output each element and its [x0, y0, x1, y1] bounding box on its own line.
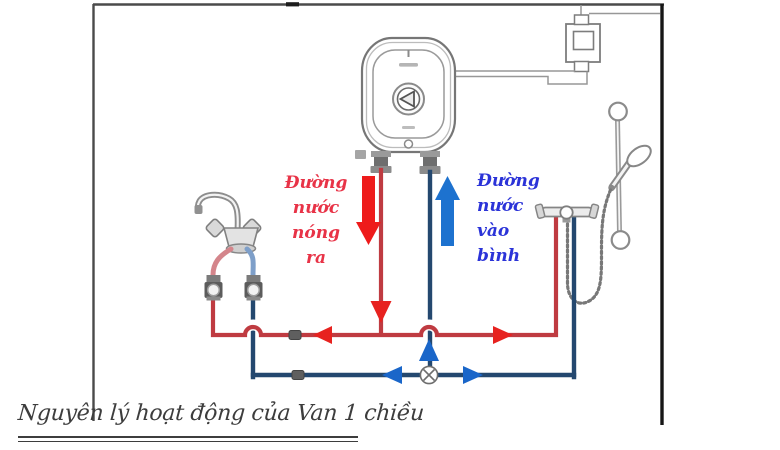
fitting-body: [423, 157, 437, 166]
cold-pipe-union: [291, 370, 305, 380]
caption-underline-2: [18, 441, 358, 443]
knob-pointer-icon: [398, 89, 415, 109]
handset-grip-highlight: [610, 161, 631, 189]
cold-water-pipes: [250, 169, 577, 380]
brand-text-smudge: [399, 63, 418, 67]
model-text-smudge: [402, 126, 415, 129]
water-heater: [355, 36, 457, 174]
mixer-right-cap: [588, 203, 600, 219]
cold-flow-right-arrow: [463, 366, 483, 384]
valve-flange: [206, 296, 221, 301]
hot-flow-right-arrow: [493, 326, 513, 344]
label-line: nước: [477, 196, 524, 216]
hot-flow-down-arrow: [370, 301, 392, 323]
label-line: vào: [477, 221, 510, 241]
cord-wire-2: [453, 71, 588, 85]
cold-flow-left-arrow: [382, 366, 402, 384]
label-cold-water-in: Đường nước vào bình: [477, 169, 547, 269]
valve-cap: [206, 283, 221, 297]
faucet-hot-hose: [210, 246, 234, 278]
hot-pipe-main: [210, 215, 559, 338]
hot-pipe-union: [288, 330, 302, 340]
power-cord: [453, 70, 588, 85]
shower-assembly: [565, 101, 652, 305]
fitting-nut: [371, 151, 391, 157]
hot-handle: [205, 218, 225, 238]
label-line: nóng: [292, 223, 340, 243]
faucet-cold-hose: [244, 246, 256, 278]
rail-top-knob: [608, 101, 628, 122]
faucet-cold-valve: [244, 275, 263, 301]
outlet-bottom-stub: [573, 60, 590, 73]
valve-nut: [206, 275, 221, 282]
outlet-top-stub: [573, 14, 590, 26]
label-hot-water-out: Đường nước nóng ra: [284, 171, 348, 271]
hot-out-annotation-arrow: [356, 176, 381, 245]
fitting-nut: [420, 151, 440, 157]
outlet-socket: [572, 30, 595, 51]
relief-fitting: [355, 150, 366, 159]
drain-screw: [403, 139, 414, 149]
label-line: nước: [292, 198, 340, 218]
shower-mixer: [534, 203, 600, 223]
shower-head-icon: [626, 144, 652, 168]
valve-nut: [246, 275, 261, 282]
cold-in-annotation-arrow: [435, 176, 460, 246]
arrow-head: [356, 222, 381, 245]
caption-underline: [18, 436, 358, 439]
room-outline: [92, 2, 664, 425]
cold-flow-up-arrow: [419, 339, 439, 361]
rail-bottom-knob: [610, 230, 631, 250]
arrow-shaft: [441, 199, 454, 246]
mixer-knob: [559, 205, 574, 220]
diagram-caption: Nguyên lý hoạt động của Van 1 chiều: [17, 401, 425, 426]
label-line: bình: [477, 246, 521, 266]
hot-flow-left-arrow: [313, 326, 332, 344]
faucet-hot-valve: [204, 275, 223, 301]
valve-cap: [246, 283, 261, 297]
check-valve-icon: [419, 365, 439, 385]
label-line: ra: [306, 248, 326, 268]
arrow-shaft: [362, 176, 375, 223]
power-outlet: [565, 5, 661, 73]
label-line: Đường: [477, 171, 540, 191]
valve-flange: [246, 296, 261, 301]
flow-arrows: [313, 301, 513, 384]
fitting-body: [374, 157, 388, 166]
spout-tip: [194, 205, 203, 214]
valve-x-2: [422, 368, 436, 382]
sink-faucet: [194, 191, 262, 254]
arrow-head: [435, 176, 460, 200]
mixer-left-cap: [534, 203, 546, 219]
wall-tick-mark: [286, 2, 299, 7]
label-line: Đường: [284, 173, 348, 193]
